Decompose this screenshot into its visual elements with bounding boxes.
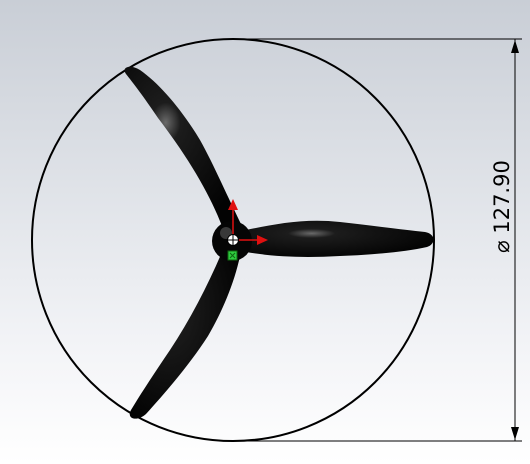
diameter-dimension-label[interactable]: ⌀ 127.90 — [490, 160, 514, 253]
diameter-symbol: ⌀ — [490, 240, 514, 253]
dimension-arrow-top — [511, 40, 519, 53]
diameter-value: 127.90 — [490, 160, 514, 233]
propeller-body[interactable] — [124, 66, 434, 419]
relation-marker-icon[interactable] — [227, 250, 238, 261]
y-axis-arrow — [228, 199, 238, 210]
dimension-arrow-bottom — [511, 427, 519, 440]
propeller-blade-lower[interactable] — [129, 252, 240, 419]
x-axis-arrow — [257, 235, 268, 245]
origin-icon[interactable] — [227, 234, 239, 246]
propeller-blade-right[interactable] — [246, 220, 434, 257]
propeller-blade-upper[interactable] — [124, 66, 242, 226]
